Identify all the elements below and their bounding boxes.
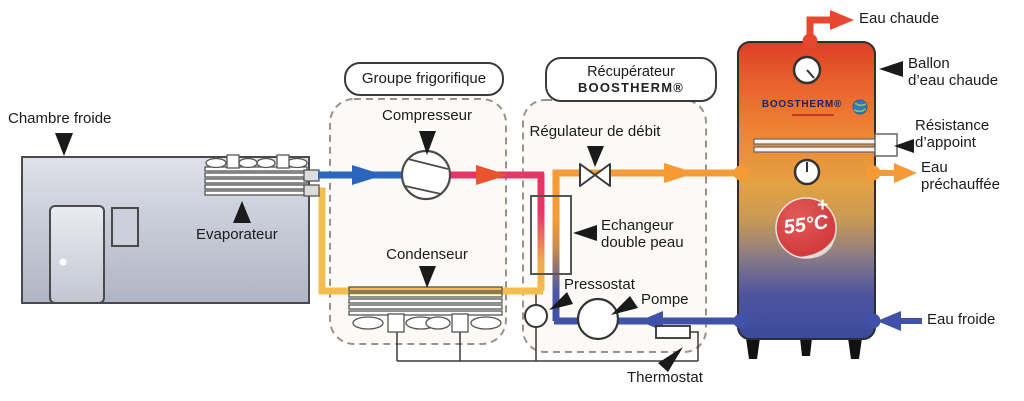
resistance-pointer bbox=[894, 139, 914, 153]
tank-port-right-cold bbox=[865, 313, 881, 329]
tank-port-left-cold bbox=[733, 313, 749, 329]
groupe-frigorifique-text: Groupe frigorifique bbox=[361, 69, 487, 87]
heat-exchanger bbox=[530, 170, 572, 321]
ballon-label: Ballon d’eau chaude bbox=[908, 55, 999, 89]
condenser-coil bbox=[348, 286, 503, 316]
door-handle bbox=[59, 258, 67, 266]
badge-peel bbox=[798, 233, 836, 259]
thermometer-gauge-top bbox=[792, 55, 822, 85]
pressostat-label: Pressostat bbox=[564, 276, 635, 293]
condenser-fans bbox=[352, 313, 502, 333]
pressostat-pointer bbox=[549, 292, 573, 310]
pressostat-symbol bbox=[524, 304, 548, 328]
thermostat-label: Thermostat bbox=[627, 369, 703, 386]
tank-legs bbox=[746, 338, 862, 359]
eau-chaude-label: Eau chaude bbox=[859, 10, 940, 27]
regulateur-label: Régulateur de débit bbox=[529, 123, 661, 140]
chambre-froide-pointer bbox=[55, 133, 73, 156]
thermostat-pointer bbox=[658, 347, 683, 372]
logo-tagline-bar bbox=[792, 114, 834, 116]
heating-element bbox=[753, 133, 898, 157]
condenseur-pointer bbox=[419, 266, 436, 288]
flow-arrow bbox=[664, 163, 696, 183]
label-pointers bbox=[55, 61, 914, 372]
pompe-pointer bbox=[611, 296, 638, 315]
echangeur-label: Echangeur double peau bbox=[601, 217, 684, 251]
flow-valve bbox=[579, 163, 611, 187]
hot-water-tank bbox=[733, 10, 922, 359]
echangeur-pointer bbox=[573, 225, 597, 241]
suction-pipe bbox=[318, 165, 404, 185]
thermometer-gauge-mid bbox=[793, 158, 821, 186]
eau-prechauffee-label: Eau préchauffée bbox=[921, 159, 1000, 193]
thermostat-sensor bbox=[655, 325, 691, 339]
recuperateur-outline bbox=[522, 99, 707, 353]
condenseur-label: Condenseur bbox=[386, 246, 468, 263]
tank-top-port bbox=[802, 33, 818, 49]
eau-froide-label: Eau froide bbox=[927, 311, 996, 328]
flow-arrow bbox=[830, 10, 854, 30]
chambre-froide-label: Chambre froide bbox=[8, 110, 112, 127]
badge-plus-text: + bbox=[817, 195, 829, 216]
recuperateur-brand-text: BOOSTHERM® bbox=[577, 80, 685, 96]
flow-arrow bbox=[894, 163, 917, 183]
evaporateur-pointer bbox=[233, 201, 251, 223]
compresseur-label: Compresseur bbox=[381, 107, 473, 124]
tank-brand-logo: BOOSTHERM® bbox=[761, 99, 843, 110]
globe-icon bbox=[852, 99, 868, 115]
discharge-pipe bbox=[448, 165, 544, 185]
resistance-label: Résistance d’appoint bbox=[915, 117, 990, 151]
hot-water-out-pipe bbox=[806, 10, 854, 42]
tank-port-left-hot bbox=[733, 165, 749, 181]
regulateur-pointer bbox=[587, 146, 604, 167]
compressor-symbol bbox=[400, 149, 452, 201]
flow-arrow bbox=[476, 165, 508, 185]
cold-room-door bbox=[49, 205, 105, 304]
temp-badge bbox=[775, 197, 837, 259]
tank-body bbox=[737, 41, 876, 340]
cold-water-in bbox=[877, 311, 922, 331]
recuperateur-title: Récupérateur BOOSTHERM® bbox=[545, 57, 717, 102]
control-wiring bbox=[396, 291, 699, 362]
evaporator-coil bbox=[204, 166, 308, 196]
groupe-frigorifique-title: Groupe frigorifique bbox=[344, 62, 504, 96]
groupe-frigorifique-outline bbox=[329, 98, 507, 345]
ballon-pointer bbox=[879, 61, 903, 77]
recuperateur-text: Récupérateur bbox=[587, 63, 675, 80]
flow-arrow bbox=[352, 165, 384, 185]
evaporateur-label: Evaporateur bbox=[196, 226, 278, 243]
compresseur-pointer bbox=[419, 131, 436, 155]
evaporator-fans bbox=[205, 154, 308, 169]
cold-room-window bbox=[111, 207, 139, 247]
pump-symbol bbox=[576, 297, 620, 341]
preheated-water-out bbox=[873, 163, 917, 183]
pompe-label: Pompe bbox=[641, 291, 689, 308]
flow-arrow bbox=[877, 311, 901, 331]
